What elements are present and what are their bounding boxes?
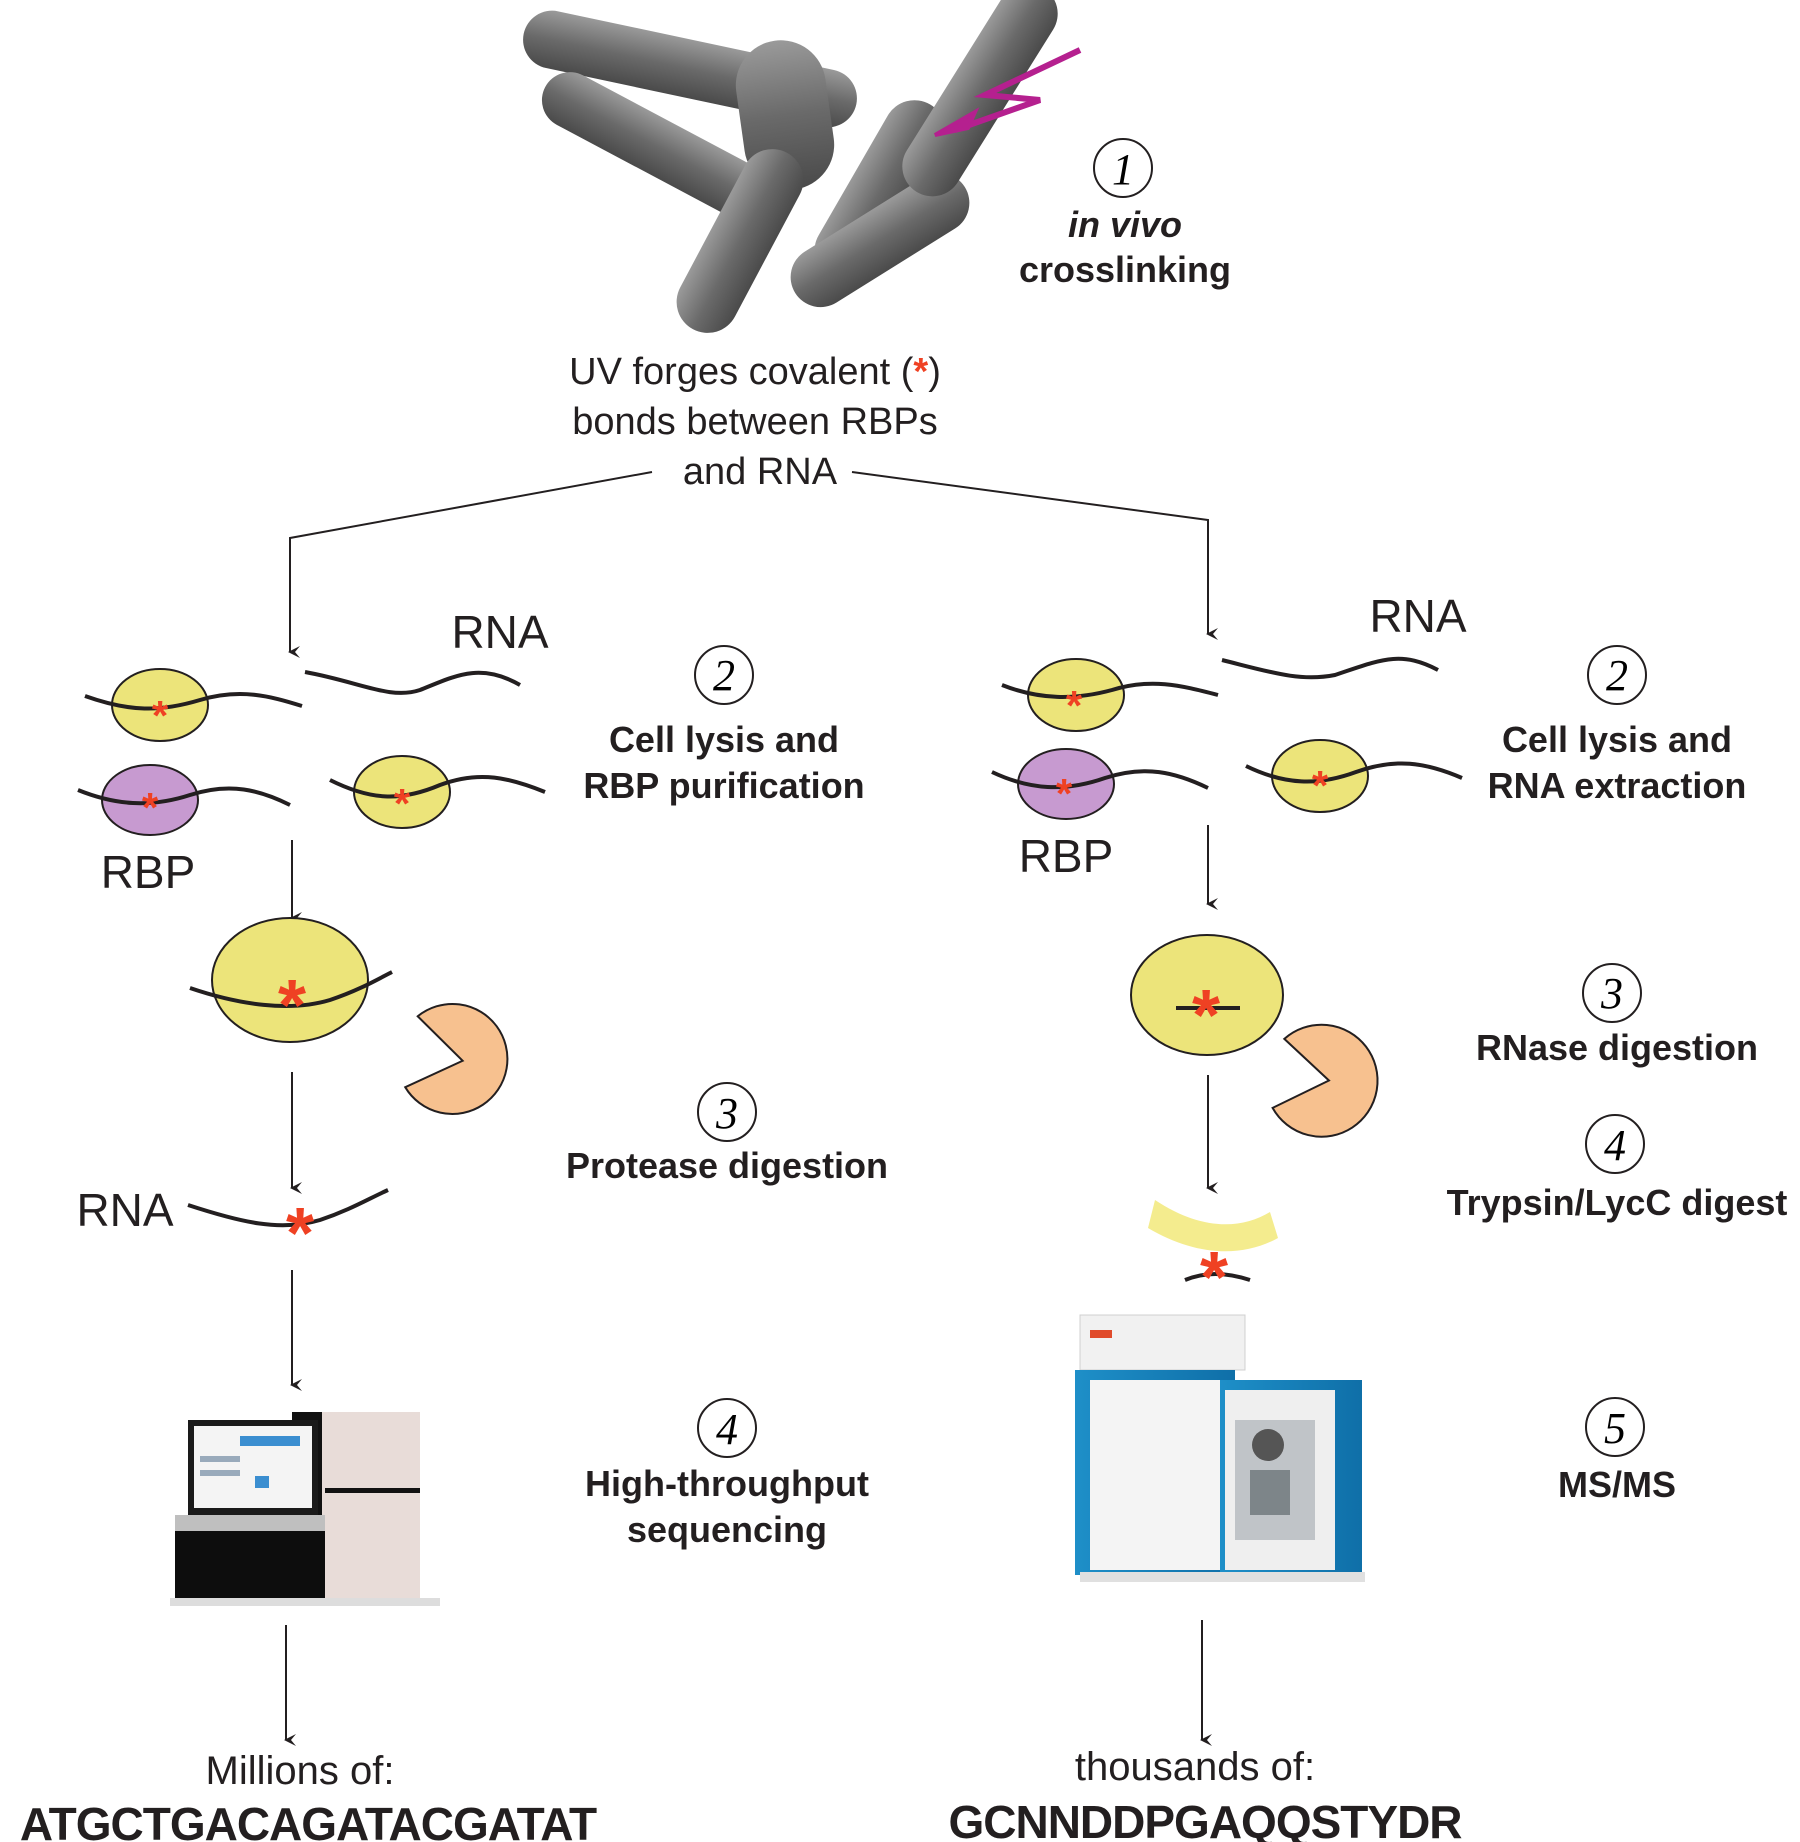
left-step-3: 3 Protease digestion xyxy=(566,1082,888,1186)
right-step-4-line1: Trypsin/LycC digest xyxy=(1447,1182,1788,1223)
left-step-3-line1: Protease digestion xyxy=(566,1145,888,1186)
rbp-rna-complex: * xyxy=(1001,658,1219,732)
result-sequence-left: ATGCTGACAGATACGATAT xyxy=(20,1798,597,1842)
rbp-rna-complex: * xyxy=(1245,739,1463,813)
right-step-3-number: 3 xyxy=(1600,969,1623,1018)
right-step-5-line1: MS/MS xyxy=(1558,1464,1676,1505)
left-step-4-line2: sequencing xyxy=(627,1509,827,1550)
rna-label-top: RNA xyxy=(1369,590,1466,642)
rna-strand xyxy=(1221,656,1439,680)
uv-line3: and RNA xyxy=(683,451,838,493)
right-step-3: 3 RNase digestion xyxy=(1476,963,1758,1068)
left-step-4-number: 4 xyxy=(716,1405,738,1454)
step-1-number: 1 xyxy=(1112,145,1134,194)
left-step-2-number: 2 xyxy=(713,651,735,700)
left-step-4-line1: High-throughput xyxy=(585,1463,869,1504)
step-1: 1 in vivo crosslinking xyxy=(1019,138,1231,290)
rbp-rna-complex: * xyxy=(84,668,303,742)
left-step-2: 2 Cell lysis and RBP purification xyxy=(583,645,865,806)
right-step-4-number: 4 xyxy=(1604,1121,1626,1170)
left-step-4: 4 High-throughput sequencing xyxy=(585,1398,869,1550)
right-step-2-number: 2 xyxy=(1606,651,1628,700)
right-step-5: 5 MS/MS xyxy=(1558,1397,1676,1505)
right-step-2: 2 Cell lysis and RNA extraction xyxy=(1488,645,1747,806)
branch-lines xyxy=(288,471,1218,658)
crosslink-star-icon: * xyxy=(913,351,928,393)
result-sequence-right: GCNNDDPGAQQSTYDR xyxy=(948,1796,1462,1842)
crosslink-star-icon: * xyxy=(278,966,306,1046)
right-step-5-number: 5 xyxy=(1604,1404,1626,1453)
uv-line2: bonds between RBPs xyxy=(572,401,937,443)
mass-spectrometer-image xyxy=(1075,1314,1365,1582)
crosslink-star-icon: * xyxy=(1312,762,1329,809)
rbp-rna-complex: * xyxy=(329,755,546,829)
left-step-2-line1: Cell lysis and xyxy=(609,719,839,760)
rbp-label: RBP xyxy=(101,846,196,898)
purified-rbp-complex: * xyxy=(189,917,393,1046)
peptide-fragment: * xyxy=(1148,1200,1278,1318)
left-step-3-number: 3 xyxy=(715,1089,738,1138)
rnase-enzyme-icon xyxy=(1271,1023,1379,1138)
result-prefix-left: Millions of: xyxy=(206,1749,395,1793)
rna-label-top: RNA xyxy=(451,606,548,658)
left-step-2-line2: RBP purification xyxy=(583,765,864,806)
uv-arrow-icon xyxy=(934,47,1082,137)
crosslink-star-icon: * xyxy=(1066,682,1083,729)
purified-rbp-complex: * xyxy=(1130,934,1284,1056)
step-1-title: crosslinking xyxy=(1019,249,1231,290)
right-step-4: 4 Trypsin/LycC digest xyxy=(1447,1114,1788,1223)
step-1-title-italic: in vivo xyxy=(1068,204,1182,245)
rbp-label: RBP xyxy=(1019,830,1114,882)
protease-enzyme-icon xyxy=(403,1002,509,1115)
uv-line1-pre: UV forges covalent ( xyxy=(569,351,914,393)
crosslink-star-icon: * xyxy=(1192,976,1220,1056)
uv-description: UV forges covalent (*) bonds between RBP… xyxy=(569,351,941,493)
rna-strand xyxy=(304,670,521,695)
crosslink-star-icon: * xyxy=(1200,1238,1228,1318)
crosslink-star-icon: * xyxy=(286,1194,314,1274)
right-step-3-line1: RNase digestion xyxy=(1476,1027,1758,1068)
left-branch: RNA * * * RBP * xyxy=(20,606,888,1842)
crosslink-star-icon: * xyxy=(152,692,169,739)
right-branch: RNA * * * RBP * * xyxy=(948,590,1787,1842)
svg-text:UV forges covalent (*): UV forges covalent (*) xyxy=(569,351,941,393)
crosslink-star-icon: * xyxy=(394,780,411,827)
rbp-rna-complex: * xyxy=(991,748,1209,820)
crosslink-star-icon: * xyxy=(142,784,159,831)
uv-line1-post: ) xyxy=(928,351,941,393)
rbp-rna-complex: * xyxy=(77,764,291,836)
rna-strand xyxy=(187,1188,389,1228)
rna-label-bottom: RNA xyxy=(76,1184,173,1236)
crosslink-star-icon: * xyxy=(1056,770,1073,817)
result-prefix-right: thousands of: xyxy=(1075,1745,1315,1789)
sequencer-image xyxy=(170,1412,440,1606)
bacteria-image xyxy=(523,0,1058,333)
right-step-2-line2: RNA extraction xyxy=(1488,765,1747,806)
right-step-2-line1: Cell lysis and xyxy=(1502,719,1732,760)
